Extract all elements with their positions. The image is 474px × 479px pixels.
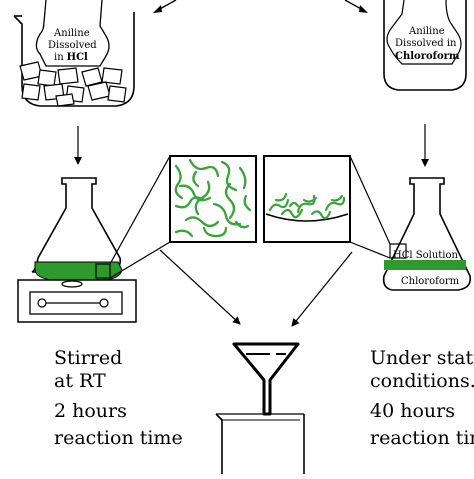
left-beaker-line1: Aniline	[53, 28, 90, 39]
stir-plate	[17, 279, 137, 323]
right-beaker-line1: Aniline	[408, 26, 445, 37]
zoom-box-right	[389, 243, 407, 259]
right-caption: Under static conditions. 40 hours reacti…	[370, 347, 474, 449]
left-caption-line2: at RT	[54, 370, 106, 392]
right-caption-line1: Under static	[370, 347, 474, 369]
zoom-box-left	[95, 263, 111, 279]
inner-flask	[35, 0, 110, 67]
ice-cubes	[19, 61, 127, 107]
left-caption-line1: Stirred	[54, 347, 122, 369]
right-beaker-line2: Dissolved in	[395, 38, 457, 49]
left-beaker-line3-prefix: in	[54, 52, 64, 63]
funnel	[232, 342, 300, 416]
right-beaker: Aniline Dissolved in Chloroform	[383, 0, 467, 91]
left-to-funnel-arrow	[159, 249, 241, 325]
right-beaker-line3-bold: Chloroform	[395, 51, 460, 62]
bottom-beaker	[215, 413, 305, 474]
top-right-arrow	[344, 0, 368, 13]
right-flask: HCl Solution Chloroform	[382, 177, 472, 291]
right-caption-line4: reaction time	[370, 427, 474, 449]
stir-bar	[61, 280, 83, 288]
left-caption: Stirred at RT 2 hours reaction time	[54, 347, 183, 449]
left-flask	[31, 177, 123, 281]
right-flask-bottom-layer: Chloroform	[401, 276, 460, 287]
left-caption-line4: reaction time	[54, 427, 183, 449]
right-caption-line2: conditions.	[370, 370, 474, 392]
right-caption-line3: 40 hours	[370, 400, 455, 422]
zoom-panel-right	[263, 155, 351, 243]
left-caption-line3: 2 hours	[54, 400, 127, 422]
left-beaker-line2: Dissolved	[48, 40, 97, 51]
right-to-funnel-arrow	[291, 251, 353, 327]
left-beaker-line3-bold: HCl	[67, 52, 88, 63]
green-solution	[34, 261, 123, 281]
zoom-connectors	[109, 155, 391, 279]
zoom-panel-left	[169, 155, 257, 243]
right-flask-top-layer: HCl Solution	[393, 250, 458, 261]
interface-layer	[384, 260, 466, 270]
inner-flask-right	[386, 0, 462, 65]
top-left-arrow	[153, 0, 177, 13]
